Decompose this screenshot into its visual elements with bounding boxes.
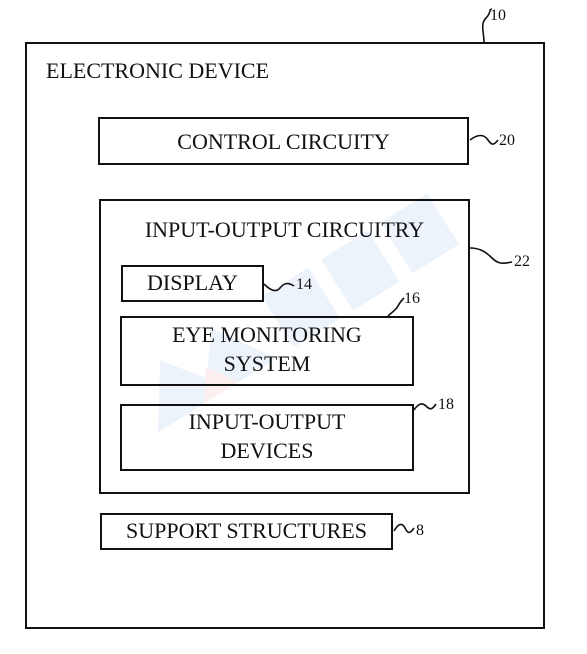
eye-monitoring-system-box (120, 316, 414, 386)
control-circuitry-box (98, 117, 469, 165)
ref-number-18: 18 (438, 396, 454, 413)
ref-number-8: 8 (416, 522, 424, 539)
control-circuitry-label: CONTROL CIRCUITY (177, 129, 390, 154)
ref-number-22: 22 (514, 253, 530, 270)
ref-number-16: 16 (404, 290, 420, 307)
eye-monitoring-label-line1: EYE MONITORING (172, 322, 362, 347)
support-structures-label: SUPPORT STRUCTURES (126, 518, 367, 543)
eye-monitoring-label-line2: SYSTEM (223, 351, 311, 376)
support-structures-box (100, 513, 393, 550)
input-output-devices-box (120, 404, 414, 471)
ref-number-14: 14 (296, 276, 312, 293)
electronic-device-title: ELECTRONIC DEVICE (46, 58, 270, 83)
input-output-circuitry-label: INPUT-OUTPUT CIRCUITRY (144, 217, 425, 242)
display-label: DISPLAY (147, 270, 238, 295)
display-box (121, 265, 264, 302)
input-output-devices-label-line2: DEVICES (220, 438, 314, 463)
ref-number-10: 10 (490, 7, 506, 24)
input-output-circuitry-box (99, 199, 470, 494)
electronic-device-box (25, 42, 545, 629)
ref-number-20: 20 (499, 132, 515, 149)
input-output-devices-label-line1: INPUT-OUTPUT (188, 409, 346, 434)
